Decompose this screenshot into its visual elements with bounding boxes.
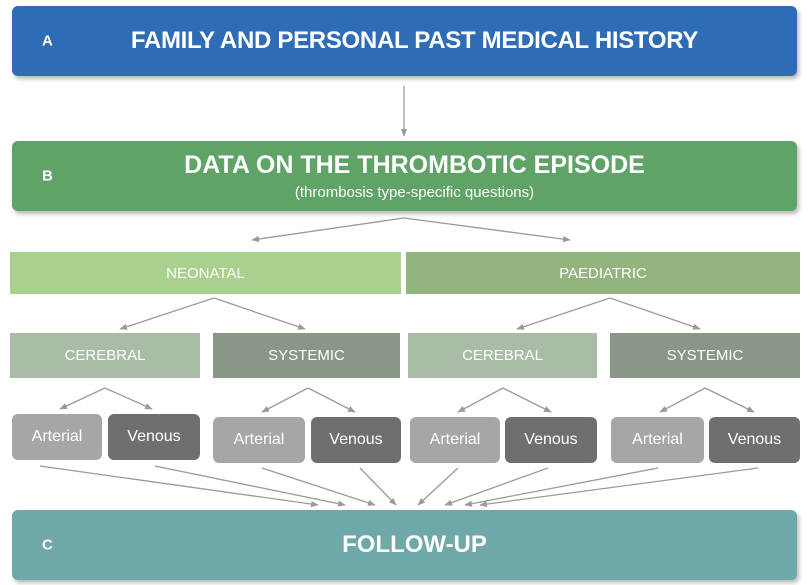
vessel-neonatal-cerebral-venous: Venous — [108, 414, 200, 460]
location-paediatric-cerebral: CEREBRAL — [408, 333, 597, 378]
vessel-label: Arterial — [233, 431, 285, 448]
arrow-b-to-neonatal — [251, 217, 405, 243]
arrow-v8-to-c — [479, 467, 759, 508]
vessel-neonatal-systemic-venous: Venous — [311, 417, 401, 463]
age-group-neonatal: NEONATAL — [10, 252, 401, 294]
arrow-loc4-to-venous — [704, 387, 755, 413]
vessel-label: Venous — [524, 431, 578, 448]
section-a-letter: A — [42, 32, 53, 50]
section-b-letter: B — [42, 167, 53, 185]
section-b-subtitle: (thrombosis type-specific questions) — [294, 184, 535, 201]
vessel-label: Venous — [127, 428, 181, 445]
vessel-label: Arterial — [429, 431, 481, 448]
age-group-paediatric: PAEDIATRIC — [406, 252, 800, 294]
arrow-v1-to-c — [39, 465, 319, 508]
arrow-loc1-to-venous — [104, 387, 153, 410]
arrow-v7-to-c — [464, 467, 659, 507]
arrow-neonatal-to-systemic — [213, 297, 306, 330]
arrow-loc4-to-arterial — [659, 387, 706, 413]
arrow-neonatal-to-cerebral — [119, 297, 215, 330]
section-a-title: FAMILY AND PERSONAL PAST MEDICAL HISTORY — [130, 27, 699, 54]
arrow-loc3-to-arterial — [457, 387, 504, 413]
section-b-box: B DATA ON THE THROMBOTIC EPISODE (thromb… — [12, 141, 797, 211]
arrow-v3-to-c — [261, 467, 376, 506]
arrow-paediatric-to-cerebral — [516, 297, 611, 330]
section-c-letter: C — [42, 536, 53, 554]
vessel-neonatal-cerebral-arterial: Arterial — [12, 414, 102, 460]
location-label: CEREBRAL — [462, 347, 543, 364]
vessel-neonatal-systemic-arterial: Arterial — [213, 417, 305, 463]
section-a-box: A FAMILY AND PERSONAL PAST MEDICAL HISTO… — [12, 6, 797, 76]
location-label: SYSTEMIC — [268, 347, 345, 364]
arrow-paediatric-to-systemic — [609, 297, 701, 330]
vessel-label: Venous — [727, 431, 782, 448]
section-c-box: C FOLLOW-UP — [12, 510, 797, 580]
arrow-loc2-to-arterial — [261, 387, 309, 413]
arrow-v5-to-c — [417, 467, 459, 506]
vessel-paediatric-cerebral-venous: Venous — [505, 417, 597, 463]
age-group-label: NEONATAL — [166, 264, 245, 282]
arrow-v2-to-c — [154, 465, 346, 507]
location-label: SYSTEMIC — [666, 347, 744, 364]
arrow-v6-to-c — [444, 467, 549, 506]
location-neonatal-cerebral: CEREBRAL — [10, 333, 200, 378]
arrow-loc1-to-arterial — [59, 387, 106, 410]
arrow-v4-to-c — [359, 467, 397, 506]
section-b-title: DATA ON THE THROMBOTIC EPISODE — [184, 151, 645, 179]
arrow-b-to-paediatric — [403, 217, 571, 243]
vessel-label: Arterial — [31, 428, 83, 445]
vessel-label: Venous — [329, 431, 383, 448]
arrow-loc2-to-venous — [307, 387, 356, 413]
section-c-title: FOLLOW-UP — [342, 531, 487, 558]
vessel-paediatric-systemic-venous: Venous — [709, 417, 800, 463]
location-neonatal-systemic: SYSTEMIC — [213, 333, 400, 378]
location-label: CEREBRAL — [64, 347, 146, 364]
age-group-label: PAEDIATRIC — [559, 264, 647, 282]
vessel-label: Arterial — [632, 431, 683, 448]
location-paediatric-systemic: SYSTEMIC — [610, 333, 800, 378]
vessel-paediatric-cerebral-arterial: Arterial — [410, 417, 500, 463]
vessel-paediatric-systemic-arterial: Arterial — [611, 417, 704, 463]
arrow-loc3-to-venous — [502, 387, 552, 413]
